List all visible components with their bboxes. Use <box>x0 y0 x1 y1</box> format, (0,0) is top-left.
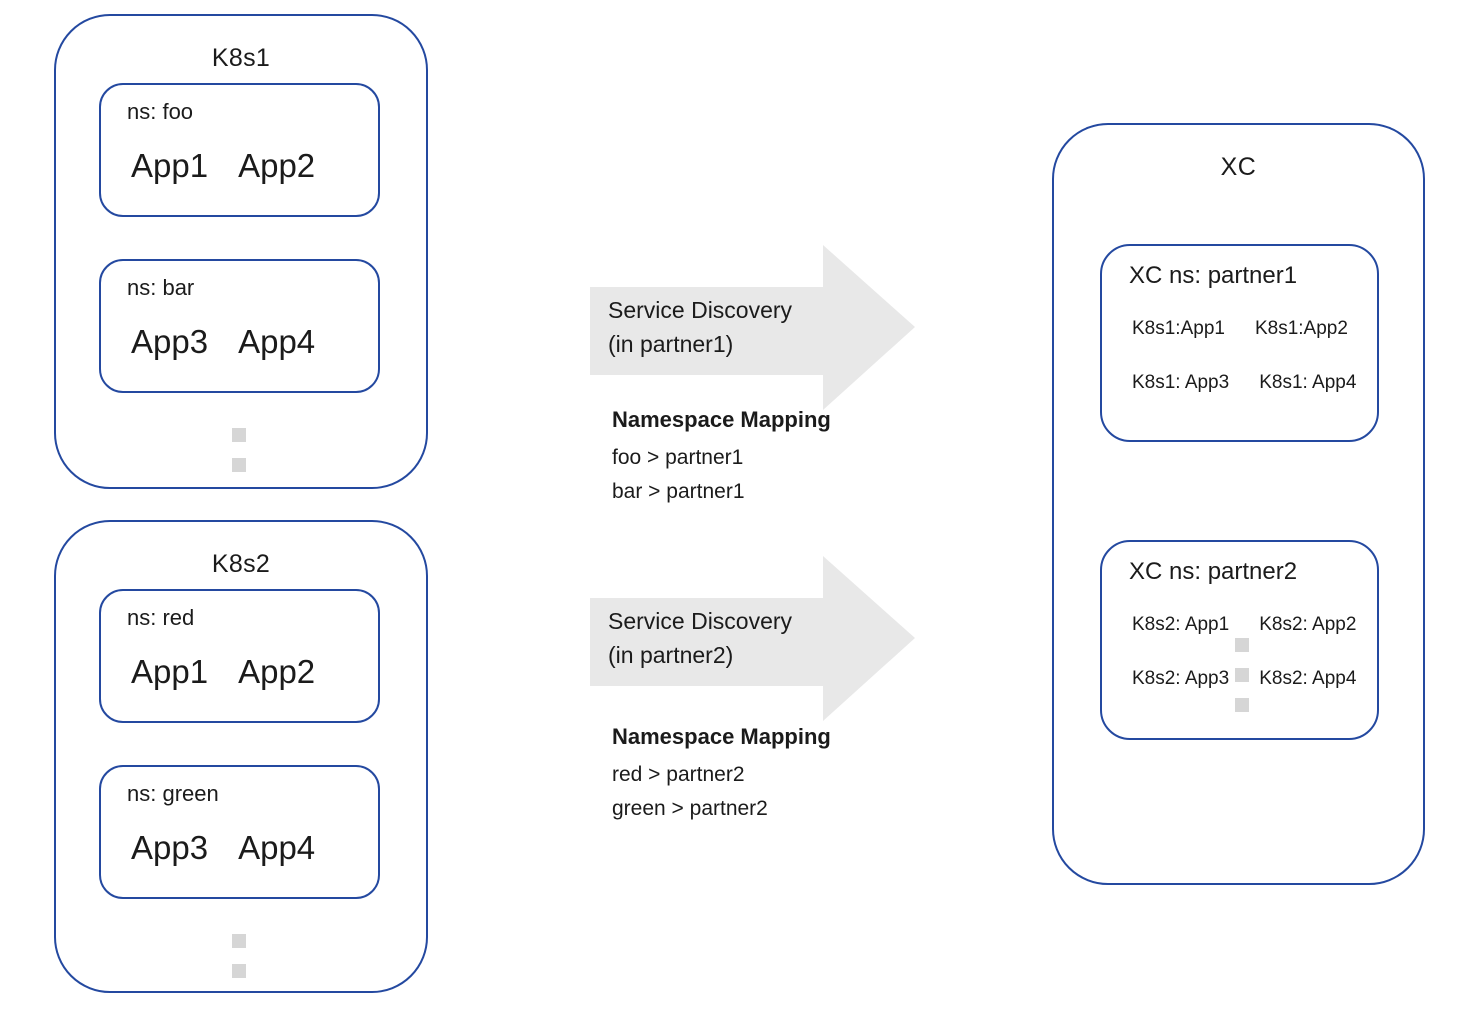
ellipsis-dots <box>1235 638 1249 712</box>
ellipsis-dot <box>1235 668 1249 682</box>
app-label: App4 <box>238 323 316 360</box>
cluster-title-k8s2: K8s2 <box>211 550 271 578</box>
namespace-box-red: ns: red App1 App2 <box>99 589 380 723</box>
service-entry: K8s2: App4 <box>1259 668 1357 689</box>
app-row: App3 App4 <box>131 323 315 361</box>
ellipsis-dot <box>232 964 246 978</box>
xc-box: XC XC ns: partner1 K8s1:App1 K8s1:App2 K… <box>1052 123 1425 885</box>
xc-service-row: K8s2: App3 K8s2: App4 <box>1132 666 1356 692</box>
xc-service-row: K8s2: App1 K8s2: App2 <box>1132 612 1356 638</box>
service-entry: K8s1: App3 <box>1132 372 1230 393</box>
namespace-label-foo: ns: foo <box>127 99 194 124</box>
ellipsis-dot <box>1235 698 1249 712</box>
app-row: App3 App4 <box>131 829 315 867</box>
namespace-label-red: ns: red <box>127 605 195 630</box>
app-label: App3 <box>131 829 209 866</box>
namespace-label-bar: ns: bar <box>127 275 195 300</box>
service-discovery-arrow-partner1: Service Discovery (in partner1) <box>590 245 915 410</box>
xc-title: XC <box>1220 153 1257 181</box>
service-discovery-arrow-partner2: Service Discovery (in partner2) <box>590 556 915 721</box>
cluster-box-k8s1: K8s1 ns: foo App1 App2 ns: bar App3 App4 <box>54 14 428 489</box>
namespace-mapping-title: Namespace Mapping <box>612 724 831 749</box>
app-row: App1 App2 <box>131 147 315 185</box>
xc-namespace-box-partner1: XC ns: partner1 K8s1:App1 K8s1:App2 K8s1… <box>1100 244 1379 442</box>
ellipsis-dot <box>232 458 246 472</box>
xc-service-rows: K8s1:App1 K8s1:App2 K8s1: App3 K8s1: App… <box>1132 316 1356 424</box>
app-label: App3 <box>131 323 209 360</box>
namespace-mapping-rule: bar > partner1 <box>612 480 745 503</box>
app-label: App1 <box>131 653 209 690</box>
xc-namespace-box-partner2: XC ns: partner2 K8s2: App1 K8s2: App2 K8… <box>1100 540 1379 740</box>
service-entry: K8s1:App1 <box>1132 318 1225 339</box>
namespace-box-foo: ns: foo App1 App2 <box>99 83 380 217</box>
service-entry: K8s2: App2 <box>1259 614 1357 635</box>
arrow-label: Service Discovery (in partner2) <box>608 604 792 672</box>
ellipsis-dots <box>232 428 246 472</box>
app-label: App1 <box>131 147 209 184</box>
namespace-mapping-rule: green > partner2 <box>612 797 768 820</box>
service-entry: K8s1:App2 <box>1254 318 1348 339</box>
namespace-mapping-rule: red > partner2 <box>612 763 745 786</box>
service-entry: K8s2: App1 <box>1132 614 1230 635</box>
namespace-mapping-block-2: Namespace Mapping red > partner2 green >… <box>612 722 831 826</box>
app-label: App2 <box>238 653 316 690</box>
app-label: App2 <box>238 147 316 184</box>
arrow-label: Service Discovery (in partner1) <box>608 293 792 361</box>
app-row: App1 App2 <box>131 653 315 691</box>
arrow-label-line2: (in partner1) <box>608 331 734 357</box>
namespace-mapping-title: Namespace Mapping <box>612 407 831 432</box>
xc-service-row: K8s1:App1 K8s1:App2 <box>1132 316 1356 342</box>
xc-namespace-label-partner2: XC ns: partner2 <box>1129 558 1298 585</box>
namespace-box-bar: ns: bar App3 App4 <box>99 259 380 393</box>
ellipsis-dots <box>232 934 246 978</box>
namespace-mapping-block-1: Namespace Mapping foo > partner1 bar > p… <box>612 405 831 509</box>
ellipsis-dot <box>1235 638 1249 652</box>
xc-service-rows: K8s2: App1 K8s2: App2 K8s2: App3 K8s2: A… <box>1132 612 1356 720</box>
service-entry: K8s1: App4 <box>1259 372 1357 393</box>
cluster-title-k8s1: K8s1 <box>211 44 271 72</box>
namespace-label-green: ns: green <box>127 781 219 806</box>
xc-service-row: K8s1: App3 K8s1: App4 <box>1132 370 1356 396</box>
ellipsis-dot <box>232 934 246 948</box>
namespace-box-green: ns: green App3 App4 <box>99 765 380 899</box>
cluster-box-k8s2: K8s2 ns: red App1 App2 ns: green App3 Ap… <box>54 520 428 993</box>
arrow-label-line2: (in partner2) <box>608 642 734 668</box>
namespace-mapping-rule: foo > partner1 <box>612 446 744 469</box>
arrow-label-line1: Service Discovery <box>608 297 793 323</box>
xc-namespace-label-partner1: XC ns: partner1 <box>1129 262 1298 289</box>
app-label: App4 <box>238 829 316 866</box>
service-entry: K8s2: App3 <box>1132 668 1230 689</box>
arrow-label-line1: Service Discovery <box>608 608 793 634</box>
ellipsis-dot <box>232 428 246 442</box>
